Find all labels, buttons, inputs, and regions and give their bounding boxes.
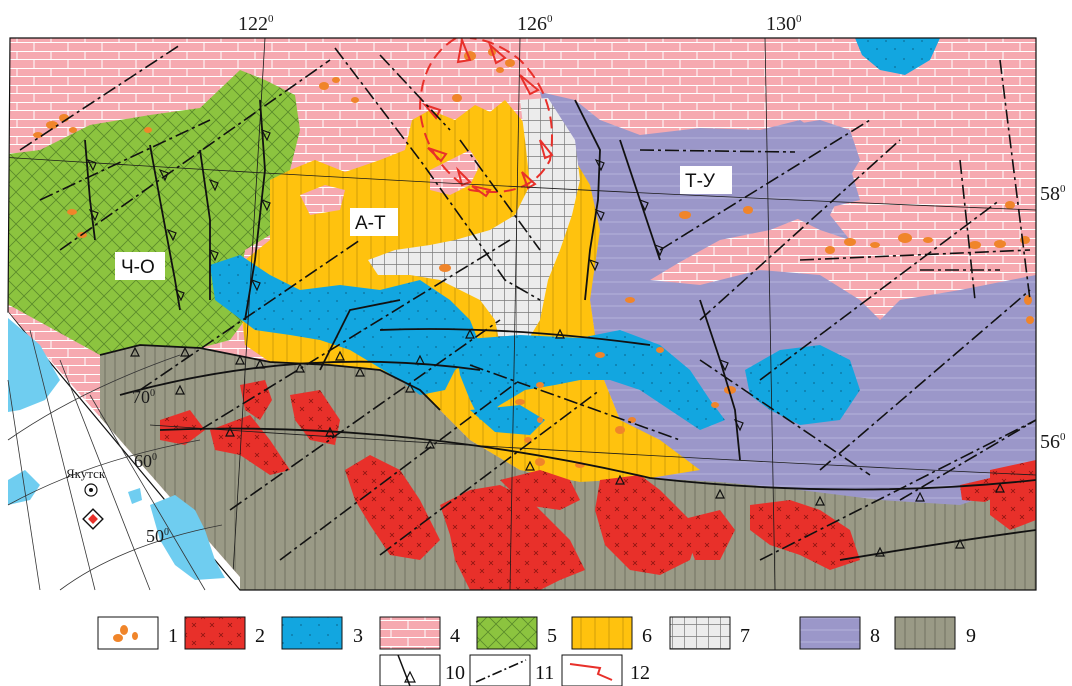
inset-lat-70-value: 70 (132, 387, 150, 407)
lat-label-58: 580 (1040, 183, 1066, 205)
inset-graticule (7, 329, 223, 591)
legend-label-1: 1 (168, 625, 178, 647)
province-labels: Ч-О А-Т Т-У (115, 166, 732, 280)
inset-lat-70: 700 (132, 387, 155, 407)
legend-item-2: 2 (184, 616, 265, 650)
legend-zigzag-icon (569, 663, 613, 681)
map-frame (7, 37, 1037, 591)
legend-label-6: 6 (642, 625, 652, 647)
legend-item-1: 1 (97, 616, 178, 650)
unit-7-area (368, 98, 580, 345)
legend-label-12: 12 (630, 662, 650, 684)
legend-label-2: 2 (255, 625, 265, 647)
inset-sea (8, 318, 60, 412)
legend-item-11: 11 (469, 654, 554, 686)
inset-lat-60-value: 60 (134, 451, 152, 471)
legend-item-8: 8 (799, 616, 880, 650)
inset-lat-50-degree: 0 (164, 527, 169, 538)
lon-label-130: 1300 (766, 13, 802, 35)
legend-item-7: 7 (669, 616, 750, 650)
inset-sea-3 (150, 495, 225, 580)
lat-58-degree: 0 (1060, 183, 1066, 195)
inset-lat-60-degree: 0 (152, 452, 157, 463)
lon-130-value: 130 (766, 13, 796, 35)
legend-item-9: 9 (894, 616, 976, 650)
lat-56-value: 56 (1040, 431, 1060, 453)
unit-3-east (745, 345, 860, 425)
unit-3-northeast (855, 38, 940, 75)
inset-lat-50: 500 (146, 526, 169, 546)
legend-label-11: 11 (535, 662, 554, 684)
lat-58-value: 58 (1040, 183, 1060, 205)
lon-122-value: 122 (238, 13, 268, 35)
province-label-at: А-Т (355, 213, 386, 234)
legend: 1 2 3 4 5 6 7 8 (97, 616, 976, 686)
province-label-box-at (350, 208, 398, 236)
legend-label-7: 7 (740, 625, 750, 647)
location-inset: Якутск 700 600 500 (7, 312, 232, 591)
fault-lines (19, 44, 1036, 561)
legend-blob-icon (113, 634, 123, 642)
legend-label-5: 5 (547, 625, 557, 647)
unit-4-window-2 (300, 185, 345, 215)
lon-126-degree: 0 (547, 13, 553, 25)
legend-thrust-icon (397, 654, 411, 686)
city-label: Якутск (66, 466, 106, 481)
lon-126-value: 126 (517, 13, 547, 35)
lon-label-122: 1220 (238, 13, 274, 35)
unit-8-patch (740, 120, 860, 240)
inset-sea-4 (128, 488, 142, 504)
legend-item-10: 10 (379, 654, 465, 686)
legend-item-6: 6 (571, 616, 652, 650)
unit-3-strip (455, 330, 725, 430)
legend-label-4: 4 (450, 625, 460, 647)
legend-item-3: 3 (281, 616, 363, 650)
province-label-tu: Т-У (685, 171, 716, 192)
province-label-box-tu (680, 166, 732, 194)
coordinate-labels: 1220 1260 1300 580 560 (238, 13, 1066, 453)
legend-label-9: 9 (966, 625, 976, 647)
unit-2-bodies (160, 380, 1036, 590)
legend-fault-icon (475, 659, 527, 683)
inset-lat-50-value: 50 (146, 526, 164, 546)
inset-lat-70-degree: 0 (150, 388, 155, 399)
thrust-barbs (86, 128, 1005, 557)
legend-label-3: 3 (353, 625, 363, 647)
legend-item-12: 12 (561, 654, 650, 686)
legend-label-10: 10 (445, 662, 465, 684)
unit-3-area (210, 255, 480, 395)
legend-item-4: 4 (379, 616, 460, 650)
graticule (8, 38, 1036, 590)
legend-label-8: 8 (870, 625, 880, 647)
inset-lat-60: 600 (134, 451, 157, 471)
lon-label-126: 1260 (517, 13, 553, 35)
lat-label-56: 560 (1040, 431, 1066, 453)
legend-item-5: 5 (476, 616, 557, 650)
unit-3-lower (470, 405, 545, 435)
lon-130-degree: 0 (796, 13, 802, 25)
province-label-cho: Ч-О (121, 257, 155, 278)
lon-122-degree: 0 (268, 13, 274, 25)
province-label-box-cho (115, 252, 165, 280)
lat-56-degree: 0 (1060, 431, 1066, 443)
